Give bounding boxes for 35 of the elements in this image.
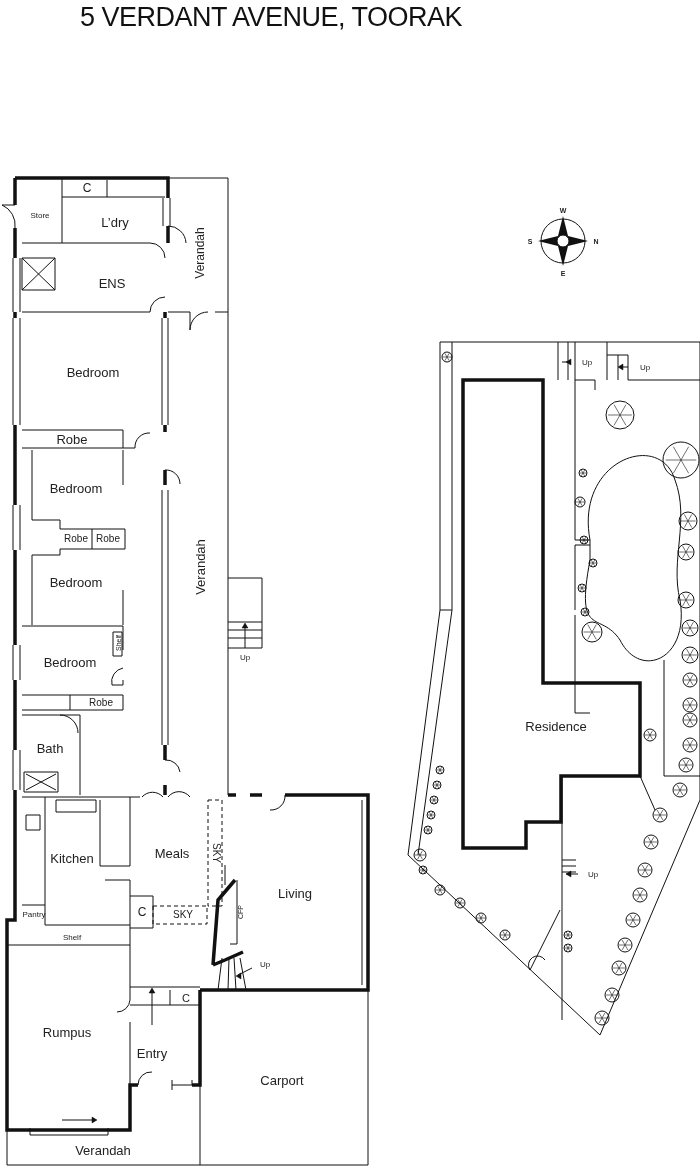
room-label: Kitchen	[50, 851, 94, 865]
room-label: Robe	[96, 534, 120, 544]
room-label: C	[137, 906, 147, 918]
room-label: Residence	[525, 719, 587, 733]
stair-label: Up	[587, 871, 599, 879]
room-label: Shelf	[62, 934, 82, 942]
room-label: Robe	[64, 534, 88, 544]
room-label: ENS	[98, 276, 126, 290]
room-label: Entry	[136, 1046, 168, 1060]
room-label: Bedroom	[49, 575, 103, 589]
stair-label: Up	[259, 961, 271, 969]
room-label: Verandah	[194, 227, 206, 279]
room-label: SKY	[211, 843, 221, 863]
room-label: L’dry	[101, 215, 129, 229]
room-label: Verandah	[193, 539, 207, 595]
room-label: Bedroom	[66, 365, 120, 379]
room-label: Living	[278, 886, 312, 900]
stair-label: Up	[239, 654, 251, 662]
stair-label: Up	[639, 364, 651, 372]
stair-label: Up	[581, 359, 593, 367]
room-label: Robe	[89, 698, 113, 708]
room-label: Store	[30, 212, 50, 220]
room-label: Bedroom	[49, 481, 103, 495]
room-label: C	[182, 992, 190, 1004]
room-label: Bedroom	[43, 655, 97, 669]
room-label: C	[82, 182, 92, 194]
room-label: SKY	[173, 910, 193, 920]
room-label: Carport	[260, 1073, 304, 1087]
room-label: Verandah	[75, 1143, 131, 1157]
plan-title: 5 VERDANT AVENUE, TOORAK	[80, 2, 463, 33]
room-label: Rumpus	[42, 1025, 92, 1039]
room-label: Pantry	[22, 911, 46, 919]
room-label: Robe	[56, 432, 88, 446]
room-label: Bath	[36, 741, 64, 755]
room-label: Meals	[154, 846, 190, 860]
